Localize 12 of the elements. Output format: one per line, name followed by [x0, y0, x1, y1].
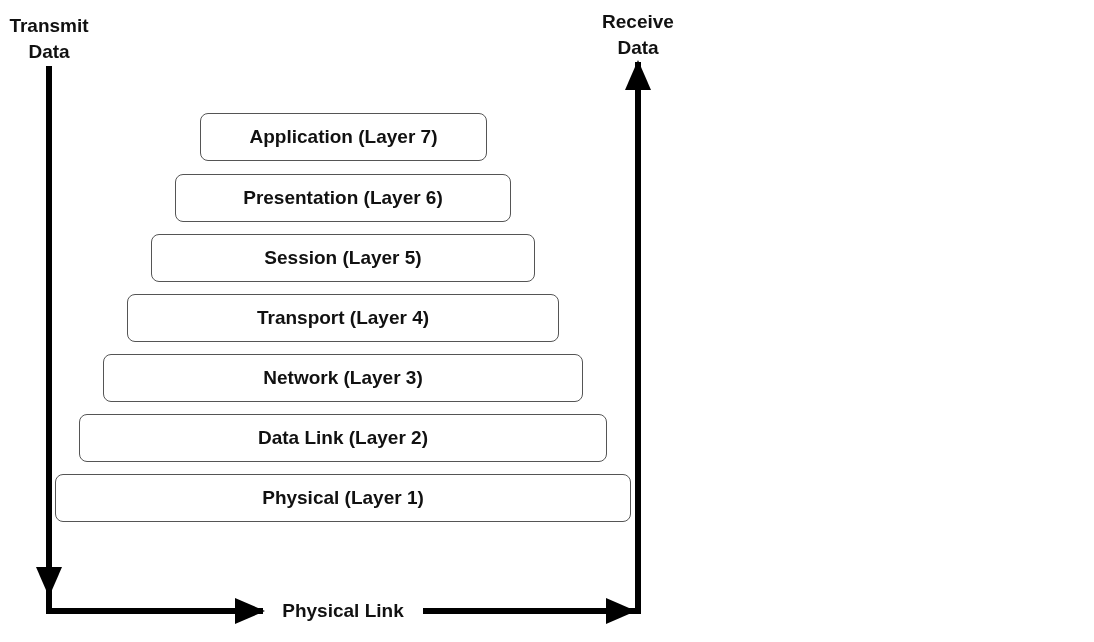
layer-box: Network (Layer 3) [103, 354, 583, 402]
layer-box: Physical (Layer 1) [55, 474, 631, 522]
label-text: Transmit Data [2, 12, 96, 66]
arrow [36, 66, 265, 624]
layer-box: Presentation (Layer 6) [175, 174, 511, 222]
label-text: Physical Link [263, 596, 423, 626]
label-text: Receive Data [592, 8, 684, 62]
layer-box: Data Link (Layer 2) [79, 414, 607, 462]
arrow [423, 60, 651, 624]
layer-box: Application (Layer 7) [200, 113, 487, 161]
layer-box: Session (Layer 5) [151, 234, 535, 282]
layer-box: Transport (Layer 4) [127, 294, 559, 342]
